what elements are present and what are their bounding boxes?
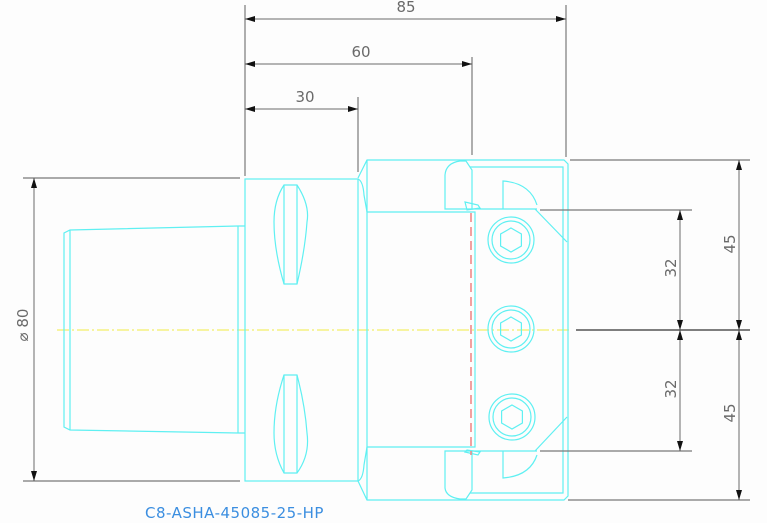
clamp-screw-bottom xyxy=(488,393,536,441)
dimension-label: 85 xyxy=(396,0,415,16)
clamp-jaw-lower xyxy=(444,449,538,500)
clamp-screw-middle xyxy=(487,305,535,353)
dimension-diameter-80: ⌀ 80 xyxy=(14,177,240,482)
hex-socket-screw-icon xyxy=(500,316,523,342)
dimension-label: 60 xyxy=(351,43,370,61)
dimension-45-upper: 45 xyxy=(721,160,742,330)
clamp-jaw-upper xyxy=(444,160,538,211)
dimension-label: ⌀ 80 xyxy=(14,309,32,342)
drive-slot-upper xyxy=(273,184,309,285)
dimension-32-upper: 32 xyxy=(662,210,683,330)
hex-socket-screw-icon xyxy=(501,404,524,430)
dimension-label: 30 xyxy=(295,88,314,106)
tool-head xyxy=(357,159,569,501)
dimension-85: 85 xyxy=(244,0,567,176)
dimension-label: 32 xyxy=(662,258,680,277)
dimension-45-lower: 45 xyxy=(721,330,742,500)
dimension-label: 45 xyxy=(721,403,739,422)
body-flange xyxy=(244,178,368,482)
extension-lines-right xyxy=(540,159,750,501)
hex-socket-screw-icon xyxy=(500,227,523,253)
clamp-screw-top xyxy=(487,216,535,264)
drive-slot-lower xyxy=(273,374,309,474)
dimension-30: 30 xyxy=(245,88,359,172)
part-number-label: C8-ASHA-45085-25-HP xyxy=(145,504,324,522)
dimension-label: 32 xyxy=(662,379,680,398)
dimension-32-lower: 32 xyxy=(662,330,683,451)
dimension-label: 45 xyxy=(721,234,739,253)
dimension-60: 60 xyxy=(245,43,473,155)
taper-shank xyxy=(63,225,245,434)
